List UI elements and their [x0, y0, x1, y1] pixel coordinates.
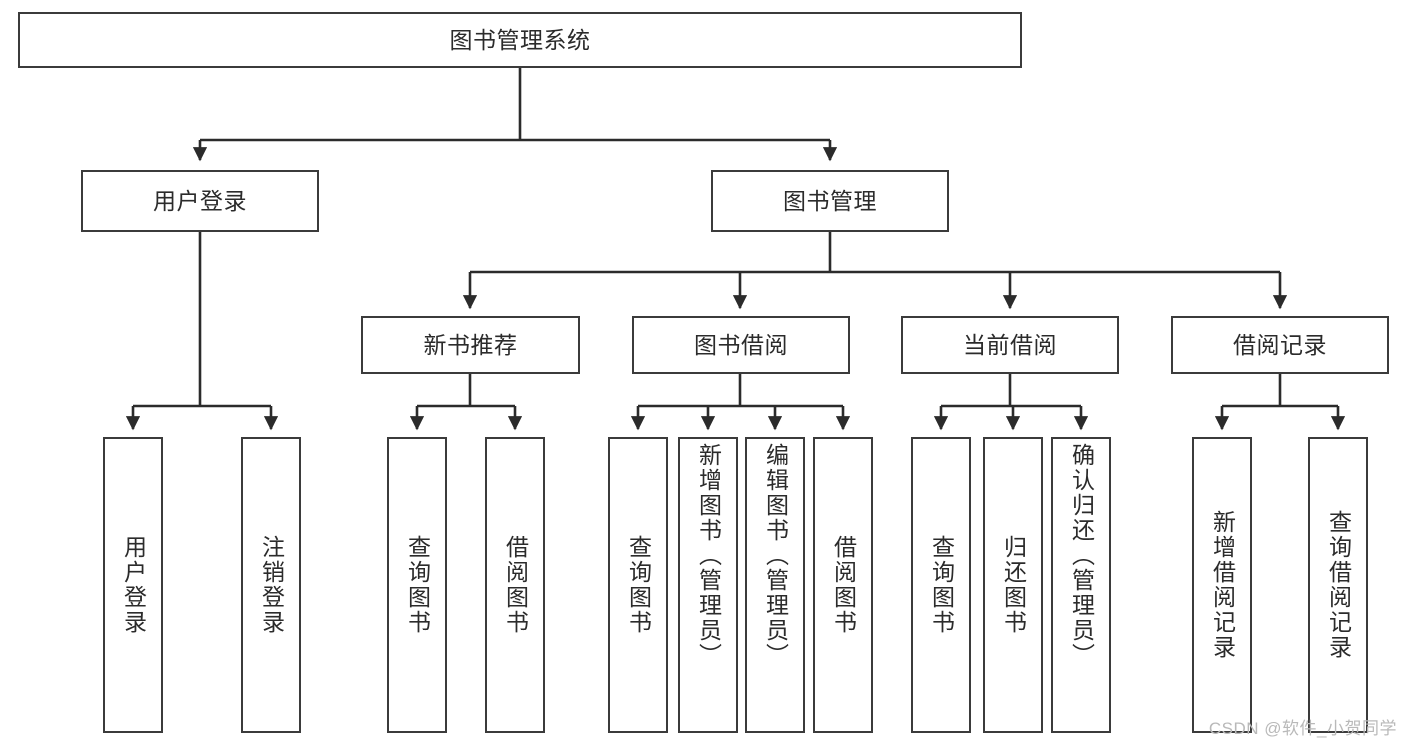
- leaf-add-borrow-record[interactable]: 新增借阅记录: [1192, 437, 1252, 733]
- node-label: 注销登录: [258, 535, 285, 635]
- node-label: 编辑图书（管理员）: [762, 443, 789, 668]
- node-label: 借阅图书: [830, 535, 857, 635]
- leaf-add-book-admin[interactable]: 新增图书（管理员）: [678, 437, 738, 733]
- node-new-book-rec[interactable]: 新书推荐: [361, 316, 580, 374]
- leaf-user-login[interactable]: 用户登录: [103, 437, 163, 733]
- leaf-edit-book-admin[interactable]: 编辑图书（管理员）: [745, 437, 805, 733]
- node-label: 新增图书（管理员）: [695, 443, 722, 668]
- leaf-confirm-return-admin[interactable]: 确认归还（管理员）: [1051, 437, 1111, 733]
- node-label: 用户登录: [120, 535, 147, 635]
- node-label: 查询图书: [625, 535, 652, 635]
- node-book-manage[interactable]: 图书管理: [711, 170, 949, 232]
- leaf-query-book-borrow[interactable]: 查询图书: [608, 437, 668, 733]
- node-label: 借阅图书: [502, 535, 529, 635]
- leaf-query-borrow-record[interactable]: 查询借阅记录: [1308, 437, 1368, 733]
- node-label: 查询图书: [404, 535, 431, 635]
- leaf-borrow-book-rec[interactable]: 借阅图书: [485, 437, 545, 733]
- node-label: 当前借阅: [963, 331, 1057, 358]
- node-label: 图书管理: [783, 187, 877, 214]
- leaf-logout-login[interactable]: 注销登录: [241, 437, 301, 733]
- leaf-borrow-book[interactable]: 借阅图书: [813, 437, 873, 733]
- leaf-query-book-rec[interactable]: 查询图书: [387, 437, 447, 733]
- node-label: 图书管理系统: [449, 26, 591, 53]
- node-label: 查询借阅记录: [1325, 510, 1352, 660]
- node-label: 用户登录: [153, 187, 247, 214]
- node-label: 新书推荐: [423, 331, 518, 358]
- node-root-system[interactable]: 图书管理系统: [18, 12, 1022, 68]
- leaf-return-book[interactable]: 归还图书: [983, 437, 1043, 733]
- leaf-query-book-current[interactable]: 查询图书: [911, 437, 971, 733]
- node-current-borrow[interactable]: 当前借阅: [901, 316, 1119, 374]
- node-label: 图书借阅: [694, 331, 788, 358]
- node-book-borrow[interactable]: 图书借阅: [632, 316, 850, 374]
- node-label: 查询图书: [928, 535, 955, 635]
- watermark-text: CSDN @软件_小贺同学: [1208, 719, 1397, 738]
- node-user-login[interactable]: 用户登录: [81, 170, 319, 232]
- node-label: 新增借阅记录: [1209, 510, 1236, 660]
- node-label: 借阅记录: [1233, 331, 1327, 358]
- node-label: 确认归还（管理员）: [1068, 443, 1095, 668]
- node-borrow-record[interactable]: 借阅记录: [1171, 316, 1389, 374]
- node-label: 归还图书: [1000, 535, 1027, 635]
